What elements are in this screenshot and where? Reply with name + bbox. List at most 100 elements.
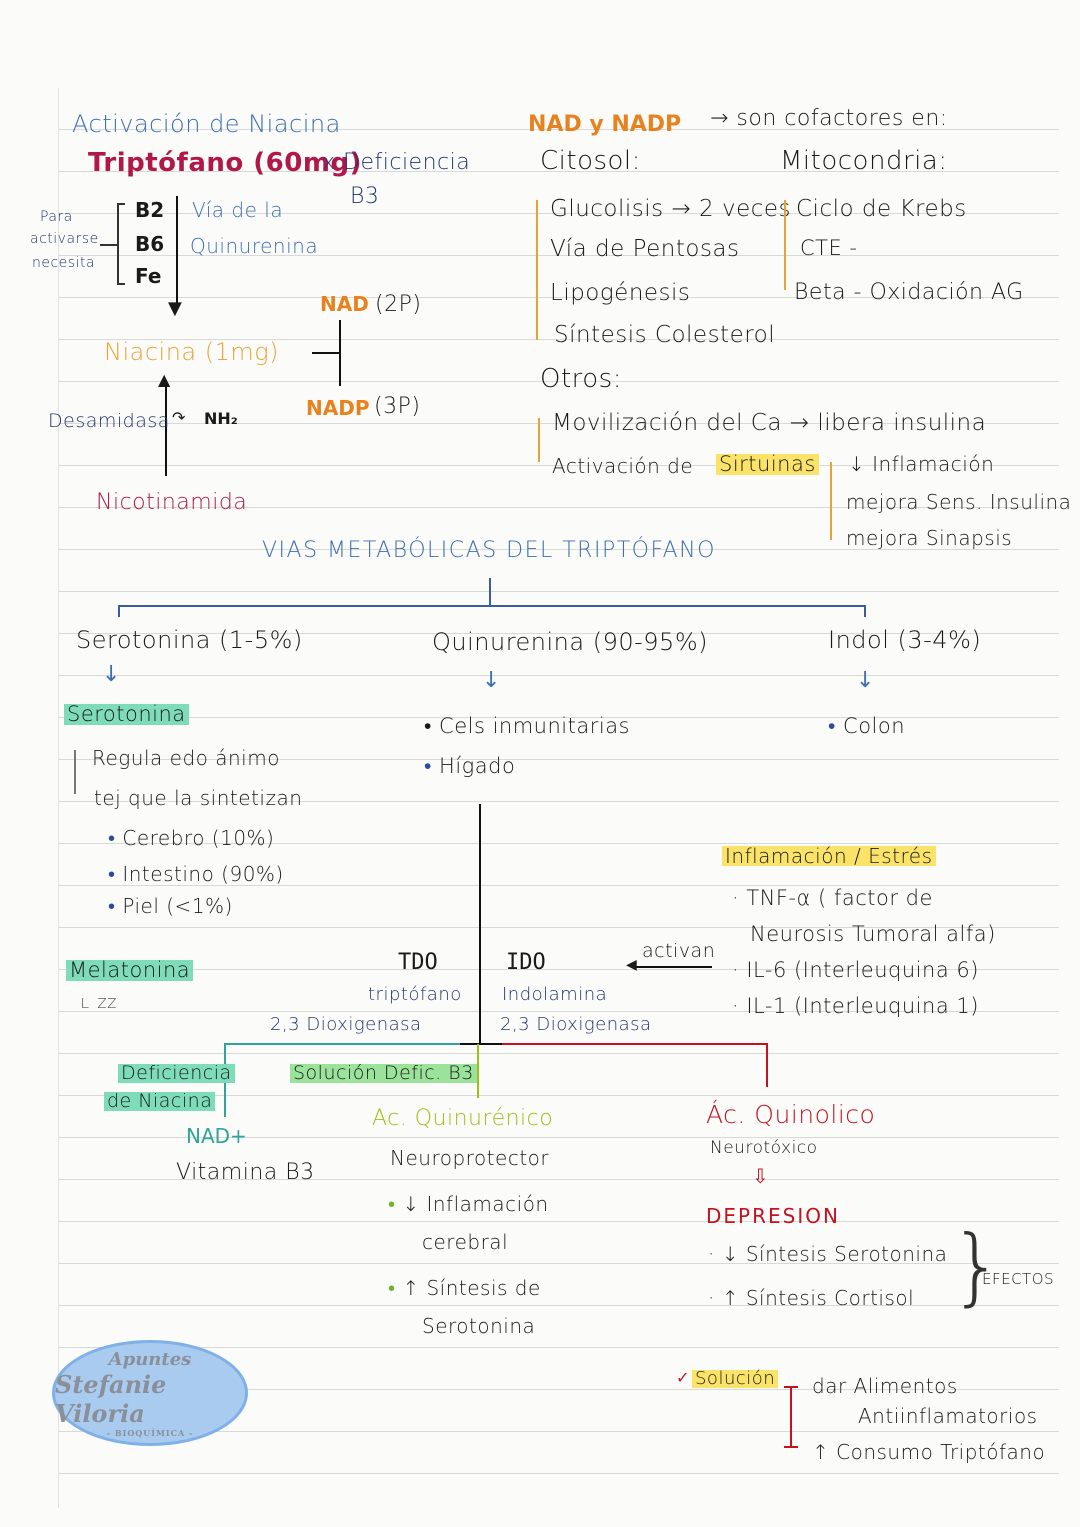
pathways-stem	[489, 578, 491, 606]
serotonin-note: Regula edo ánimo	[92, 746, 280, 770]
cofactor-bracket	[117, 203, 119, 285]
needs-label-2: activarse	[30, 231, 99, 247]
needs-label-3: necesita	[32, 255, 96, 271]
nicotinamide-label: Nicotinamida	[96, 490, 248, 515]
cytosol-item: Vía de Pentosas	[550, 236, 740, 262]
cytosol-item: Síntesis Colesterol	[554, 322, 776, 348]
effects-brace: }	[950, 1217, 1004, 1315]
inflammation-item: Neurosis Tumoral alfa)	[750, 922, 996, 946]
sirtuins-highlight: Sirtuinas	[716, 454, 819, 475]
enzyme-divider	[479, 804, 481, 1044]
nad-note: (2P)	[375, 292, 422, 317]
vitamin-b3-label: Vitamina B3	[176, 1160, 315, 1185]
tissue-item: • Cerebro (10%)	[108, 826, 275, 850]
activate-label: activan	[642, 940, 716, 962]
inflammation-item: · TNF-α ( factor de	[732, 886, 933, 910]
serotonin-note: tej que la sintetizan	[94, 786, 303, 810]
pathway-label-1: Vía de la	[192, 198, 284, 222]
nadp-note: (3P)	[374, 394, 421, 419]
watermark-line3: - BIOQUÍMICA -	[106, 1427, 194, 1438]
others-title: Otros:	[540, 364, 622, 394]
mitochondria-title: Mitocondria:	[780, 146, 948, 176]
kynurenic-title: Ac. Quinurénico	[372, 1106, 554, 1131]
branch-kynurenine: Quinurenina (90-95%)	[432, 628, 708, 656]
mitochondria-item: Ciclo de Krebs	[796, 196, 967, 222]
quinolinic-effect: · ↑ Síntesis Cortisol	[708, 1286, 915, 1310]
solution-item: dar Alimentos	[812, 1374, 958, 1398]
cofactor-b2: B2	[135, 198, 165, 222]
enzyme-deamidase: Desamidasa	[48, 410, 170, 432]
deamidase-arrow	[165, 380, 167, 476]
cofactor-bracket-tick	[100, 244, 118, 246]
inflammation-item: · IL-6 (Interleuquina 6)	[732, 958, 979, 982]
pathways-branch-line	[118, 605, 866, 607]
nad-connector-horizontal	[312, 352, 340, 354]
arrow-down-icon: ↓	[102, 662, 121, 687]
branch-indole: Indol (3-4%)	[828, 626, 982, 654]
solution-item: ↑ Consumo Triptófano	[812, 1440, 1046, 1464]
red-branch	[502, 1043, 768, 1045]
serotonin-highlight: Serotonina	[64, 704, 189, 725]
solution-bracket	[790, 1386, 792, 1448]
arrow-down-icon: ↓	[482, 668, 501, 693]
kynurenine-arrow	[176, 196, 178, 308]
tissue-item: • Piel (<1%)	[108, 894, 233, 918]
sleep-icon: ʟ zz	[80, 992, 118, 1013]
cofactor-b6: B6	[135, 232, 165, 256]
teal-branch	[224, 1043, 460, 1045]
tdo-label: TDO	[398, 950, 438, 975]
kynurenic-effect-cont: Serotonina	[422, 1314, 536, 1338]
solution-b3: Solución Defic. B3	[290, 1064, 477, 1083]
inflammation-item: · IL-1 (Interleuquina 1)	[732, 994, 979, 1018]
depression-label: DEPRESION	[706, 1204, 840, 1228]
notebook-page	[58, 88, 1059, 1508]
others-item: Activación de	[552, 454, 694, 478]
arrow-down-icon: ▼	[168, 298, 182, 319]
cofactor-heading-sub: → son cofactores en:	[710, 106, 948, 131]
arrow-up-icon: ▲	[158, 370, 171, 389]
sirtuin-effect: ↓ Inflamación	[848, 452, 995, 476]
sirtuin-effect: mejora Sens. Insulina	[846, 490, 1072, 514]
cytosol-item: Lipogénesis	[550, 280, 691, 306]
arrow-down-icon: ↓	[856, 668, 875, 693]
mitochondria-item: CTE -	[800, 236, 858, 260]
nad-label: NAD	[320, 292, 369, 316]
solution-label: Solución	[692, 1370, 779, 1388]
tdo-full-2: 2,3 Dioxigenasa	[270, 1014, 422, 1035]
melatonin-highlight: Melatonina	[66, 960, 194, 981]
nadp-label: NADP	[306, 396, 370, 420]
ido-full-1: Indolamina	[502, 984, 608, 1005]
kynurenic-effect: • ↓ Inflamación	[388, 1192, 549, 1216]
cytosol-title: Citosol:	[540, 146, 641, 176]
arrow-down-hollow-icon: ⇩	[752, 1164, 769, 1188]
effects-label: EFECTOS	[982, 1270, 1055, 1288]
curved-arrow-icon: ↷	[172, 408, 186, 427]
nad-connector-vertical	[339, 320, 341, 386]
tissue-item: • Intestino (90%)	[108, 862, 284, 886]
branch-serotonin: Serotonina (1-5%)	[76, 626, 303, 654]
quinolinic-effect: · ↓ Síntesis Serotonina	[708, 1242, 948, 1266]
kynurenine-item: • Cels inmunitarias	[424, 714, 630, 738]
branch-tick-left	[118, 605, 120, 617]
nad-plus-label: NAD+	[186, 1124, 247, 1148]
needs-label-1: Para	[40, 209, 73, 225]
pathway-label-2: Quinurenina	[190, 234, 319, 258]
others-item: Movilización del Ca → libera insulina	[552, 410, 987, 436]
niacin-label: Niacina (1mg)	[104, 338, 280, 366]
mitochondria-bracket	[784, 200, 786, 290]
deficiency-niacin-1: Deficiencia	[118, 1064, 235, 1083]
mitochondria-item: Beta - Oxidación AG	[794, 280, 1024, 305]
cytosol-bracket	[536, 200, 538, 340]
lime-drop	[477, 1044, 479, 1098]
center-cross	[460, 1043, 502, 1045]
tdo-full-1: triptófano	[368, 984, 462, 1005]
tryptophan-label: Triptófano (60mg)	[88, 148, 362, 178]
solution-bracket-bottom	[784, 1446, 798, 1448]
red-drop	[766, 1043, 768, 1087]
others-bracket	[538, 418, 540, 462]
kynurenic-effect: • ↑ Síntesis de	[388, 1276, 541, 1300]
branch-tick-right	[864, 605, 866, 617]
inflammation-title: Inflamación / Estrés	[722, 846, 936, 866]
serotonin-bracket	[74, 750, 76, 794]
author-watermark: Apuntes Stefanie Viloria - BIOQUÍMICA -	[52, 1340, 248, 1446]
